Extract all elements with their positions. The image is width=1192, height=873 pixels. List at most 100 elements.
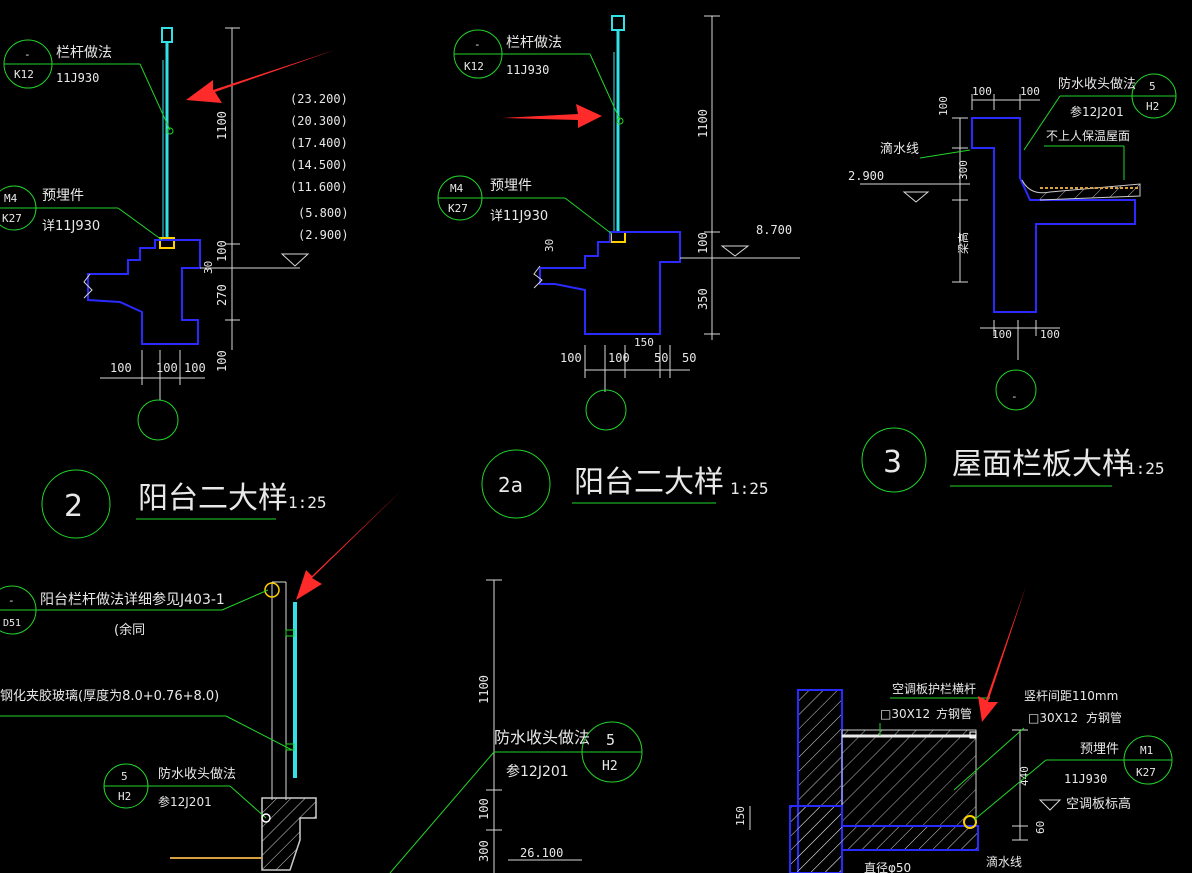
dim-100b: 100 bbox=[215, 350, 229, 372]
svg-text:30: 30 bbox=[543, 239, 556, 252]
svg-text:空调板标高: 空调板标高 bbox=[1066, 796, 1131, 812]
detail-scale: 1:25 bbox=[730, 479, 769, 498]
svg-text:-: - bbox=[474, 38, 481, 51]
ref-bubble-waterproof: 5 H2 防水收头做法 参12J201 bbox=[1023, 73, 1177, 151]
svg-text:100: 100 bbox=[477, 798, 491, 820]
svg-text:1100: 1100 bbox=[696, 109, 710, 138]
svg-text:(20.300): (20.300) bbox=[290, 114, 348, 128]
svg-text:K27: K27 bbox=[1136, 766, 1156, 779]
dim-1100: 1100 bbox=[215, 111, 229, 140]
ref-bubble-embed: M4 K27 预埋件 详11J930 bbox=[437, 175, 613, 235]
detail-number: 3 bbox=[883, 445, 902, 480]
svg-text:不上人保温屋面: 不上人保温屋面 bbox=[1046, 129, 1130, 143]
svg-text:50: 50 bbox=[654, 351, 668, 365]
dim-30: 30 bbox=[202, 261, 215, 274]
svg-text:(17.400): (17.400) bbox=[290, 136, 348, 150]
concrete-slab bbox=[87, 239, 201, 345]
svg-text:M4: M4 bbox=[4, 192, 18, 205]
ref-bubble-waterproof: 5 H2 防水收头做法 参12J201 bbox=[389, 721, 643, 873]
svg-text:阳台栏杆做法详细参见J403-1: 阳台栏杆做法详细参见J403-1 bbox=[40, 591, 225, 608]
svg-text:参12J201: 参12J201 bbox=[158, 794, 212, 809]
svg-text:梁高: 梁高 bbox=[956, 232, 970, 254]
svg-text:2.900: 2.900 bbox=[848, 169, 884, 183]
svg-text:11J930: 11J930 bbox=[1064, 772, 1107, 786]
svg-text:100: 100 bbox=[937, 96, 950, 116]
svg-text:100: 100 bbox=[184, 361, 206, 375]
svg-text:详11J930: 详11J930 bbox=[42, 219, 100, 234]
svg-text:D51: D51 bbox=[3, 618, 21, 629]
detail-scale: 1:25 bbox=[1126, 459, 1165, 478]
ref-bubble-embed: M4 K27 预埋件 详11J930 bbox=[0, 185, 163, 241]
detail-number: 2 bbox=[64, 489, 83, 524]
svg-text:□30X12: □30X12 bbox=[880, 707, 930, 721]
axis-label: - bbox=[1011, 390, 1018, 403]
svg-text:100: 100 bbox=[972, 85, 992, 98]
svg-text:100: 100 bbox=[156, 361, 178, 375]
svg-text:60: 60 bbox=[1034, 821, 1047, 834]
svg-text:滴水线: 滴水线 bbox=[986, 854, 1022, 869]
svg-text:100: 100 bbox=[992, 328, 1012, 341]
detail-2: 1100 100 30 270 100 (23.200) (20.300) (1… bbox=[0, 27, 349, 539]
svg-text:滴水线: 滴水线 bbox=[880, 141, 919, 157]
svg-text:K12: K12 bbox=[464, 60, 484, 73]
detail-title: 屋面栏板大样 bbox=[952, 447, 1132, 482]
detail-title: 阳台二大样 bbox=[574, 465, 724, 500]
svg-text:预埋件: 预埋件 bbox=[42, 188, 84, 204]
dim-270: 270 bbox=[215, 284, 229, 306]
elevation-list: (23.200) (20.300) (17.400) (14.500) (11.… bbox=[290, 92, 349, 242]
svg-text:(23.200): (23.200) bbox=[290, 92, 348, 106]
detail-title: 阳台二大样 bbox=[138, 481, 288, 516]
svg-text:-: - bbox=[24, 48, 31, 61]
dim-100: 100 bbox=[215, 240, 229, 262]
svg-text:预埋件: 预埋件 bbox=[1080, 742, 1119, 757]
detail-number: 2a bbox=[498, 473, 523, 497]
svg-text:栏杆做法: 栏杆做法 bbox=[56, 45, 112, 61]
svg-text:(11.600): (11.600) bbox=[290, 180, 348, 194]
detail-3: 100 300 梁高 100 100 100 100 - 滴水线 2.900 5 bbox=[848, 73, 1177, 493]
glass-note: 钢化夹胶玻璃(厚度为8.0+0.76+8.0) bbox=[0, 688, 219, 704]
svg-text:参12J201: 参12J201 bbox=[1070, 104, 1124, 119]
svg-text:(余同: (余同 bbox=[114, 622, 145, 638]
svg-text:预埋件: 预埋件 bbox=[490, 178, 532, 194]
ref-bubble-embed: M1 K27 预埋件 11J930 bbox=[973, 735, 1173, 821]
svg-text:防水收头做法: 防水收头做法 bbox=[158, 766, 236, 782]
svg-text:300: 300 bbox=[957, 160, 970, 180]
svg-text:300: 300 bbox=[477, 840, 491, 862]
ref-bubble-railing: - D51 阳台栏杆做法详细参见J403-1 (余同 bbox=[0, 585, 269, 638]
break-line bbox=[83, 273, 93, 299]
svg-text:150: 150 bbox=[734, 806, 747, 826]
svg-text:方钢管: 方钢管 bbox=[936, 706, 972, 721]
svg-text:详11J930: 详11J930 bbox=[490, 209, 548, 224]
svg-text:11J930: 11J930 bbox=[506, 63, 549, 77]
svg-text:100: 100 bbox=[1020, 85, 1040, 98]
svg-text:K27: K27 bbox=[448, 202, 468, 215]
svg-text:空调板护栏横杆: 空调板护栏横杆 bbox=[892, 681, 976, 696]
svg-text:150: 150 bbox=[634, 336, 654, 349]
svg-text:直径φ50: 直径φ50 bbox=[864, 861, 911, 873]
svg-text:方钢管: 方钢管 bbox=[1086, 710, 1122, 725]
elevation: 26.100 bbox=[520, 846, 563, 860]
svg-text:K12: K12 bbox=[14, 68, 34, 81]
railing-cap bbox=[161, 27, 173, 43]
svg-text:100: 100 bbox=[1040, 328, 1060, 341]
ref-bubble-waterproof: 5 H2 防水收头做法 参12J201 bbox=[103, 763, 271, 823]
svg-text:350: 350 bbox=[696, 288, 710, 310]
svg-text:440: 440 bbox=[1018, 766, 1031, 786]
svg-text:100: 100 bbox=[110, 361, 132, 375]
annotation-arrow bbox=[186, 50, 335, 103]
bottom-right-detail: 440 150 60 空调板护栏横杆 □30X12 方钢管 竖杆间距110mm … bbox=[734, 586, 1173, 873]
svg-text:11J930: 11J930 bbox=[56, 71, 99, 85]
svg-text:M1: M1 bbox=[1140, 744, 1153, 757]
svg-text:栏杆做法: 栏杆做法 bbox=[506, 35, 562, 51]
svg-text:防水收头做法: 防水收头做法 bbox=[494, 728, 590, 747]
svg-text:100: 100 bbox=[560, 351, 582, 365]
ref-bubble-railing: - K12 栏杆做法 11J930 bbox=[3, 39, 174, 135]
bottom-middle-detail: 1100 100 300 5 H2 防水收头做法 参12J201 26.100 bbox=[389, 579, 643, 873]
svg-text:H2: H2 bbox=[118, 790, 131, 803]
svg-text:5: 5 bbox=[606, 731, 615, 749]
elevation: 8.700 bbox=[756, 223, 792, 237]
annotation-arrow bbox=[502, 104, 602, 128]
bottom-left-detail: - D51 阳台栏杆做法详细参见J403-1 (余同 钢化夹胶玻璃(厚度为8.0… bbox=[0, 490, 402, 871]
ref-bubble-railing: - K12 栏杆做法 11J930 bbox=[453, 29, 624, 125]
